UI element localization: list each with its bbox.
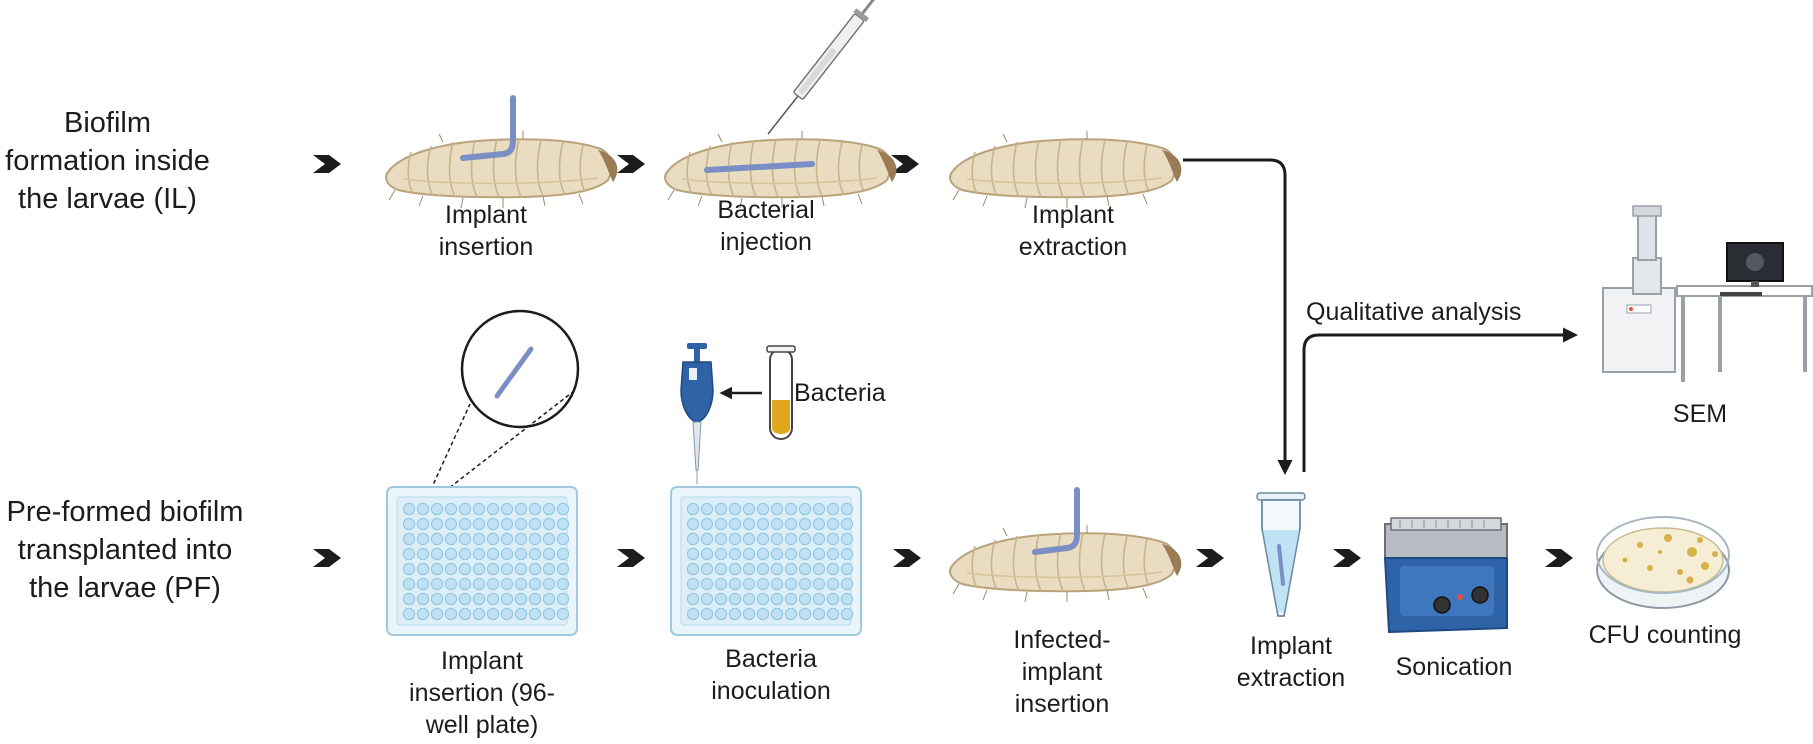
bacteria-label: Bacteria	[794, 379, 886, 407]
label-line: insertion	[1014, 690, 1110, 718]
label-line: insertion	[438, 233, 534, 261]
pf-row-title-line2: transplanted into	[17, 534, 233, 566]
il-row-title: Biofilm formation inside the larvae (IL)	[0, 104, 215, 218]
label-line: implant	[1021, 658, 1103, 686]
label-line: Implant	[445, 201, 527, 229]
qualitative-analysis-label: Qualitative analysis	[1306, 298, 1522, 326]
microtube-icon	[1256, 492, 1306, 617]
il-bacterial-injection-label: Bacterial injection	[696, 194, 836, 258]
implant-icon	[460, 95, 516, 161]
well-plate-implant	[386, 486, 578, 636]
larva-bacterial-injection	[664, 130, 898, 209]
il-start-arrow	[313, 155, 341, 173]
qualitative-analysis-arrow	[1302, 327, 1578, 472]
larva-implant-extraction	[949, 130, 1183, 209]
pf-arrow-3	[1196, 549, 1224, 567]
label-line: Infected-	[1013, 626, 1111, 654]
il-row-title-line3: the larvae (IL)	[18, 183, 197, 215]
syringe-icon	[767, 0, 878, 135]
label-line: extraction	[1018, 233, 1128, 261]
il-row-title-line2: formation inside	[5, 145, 210, 177]
pf-arrow-2	[893, 549, 921, 567]
pf-arrow-4	[1333, 549, 1361, 567]
pf-start-arrow	[313, 549, 341, 567]
sonicator-icon	[1383, 517, 1508, 634]
implant-extraction-label: Implant extraction	[1221, 630, 1361, 694]
label-line: Bacteria	[725, 645, 817, 673]
pf-row-title-line1: Pre-formed biofilm	[6, 496, 244, 528]
label-line: extraction	[1236, 664, 1346, 692]
il-implant-extraction-label: Implant extraction	[1003, 199, 1143, 263]
pf-arrow-5	[1545, 549, 1573, 567]
cfu-counting-label: CFU counting	[1588, 621, 1742, 649]
label-line: inoculation	[711, 677, 831, 705]
sem-microscope-icon	[1602, 205, 1813, 382]
implant-icon	[704, 161, 815, 173]
test-tube-icon	[766, 345, 796, 440]
pipette-icon	[680, 343, 714, 484]
pf-arrow-1	[617, 549, 645, 567]
pf-row-title-line3: the larvae (PF)	[29, 572, 221, 604]
larva-infected-insertion	[949, 487, 1183, 603]
pf-infected-insertion-label: Infected- implant insertion	[992, 624, 1132, 720]
il-row-title-line1: Biofilm	[63, 107, 151, 139]
label-line: Implant	[1250, 632, 1332, 660]
well-plate-bacteria	[670, 486, 862, 636]
label-line: Implant	[1032, 201, 1114, 229]
label-line: well plate)	[425, 711, 539, 739]
magnifier-icon	[421, 309, 580, 510]
pf-bacteria-inoculation-label: Bacteria inoculation	[681, 643, 861, 707]
pf-implant-insertion-label: Implant insertion (96- well plate)	[387, 645, 577, 741]
sonication-label: Sonication	[1395, 653, 1513, 681]
petri-dish-icon	[1596, 516, 1730, 609]
label-line: Implant	[441, 647, 523, 675]
il-arrow-1	[617, 155, 645, 173]
larva-implant-insertion	[385, 95, 619, 209]
pf-row-title: Pre-formed biofilm transplanted into the…	[0, 493, 250, 607]
label-line: insertion (96-	[409, 679, 555, 707]
il-implant-insertion-label: Implant insertion	[416, 199, 556, 263]
label-line: Bacterial	[717, 196, 815, 224]
il-to-extraction-arrow	[1183, 158, 1293, 475]
sem-label: SEM	[1672, 400, 1728, 428]
implant-icon	[1032, 487, 1080, 555]
label-line: injection	[720, 228, 812, 256]
